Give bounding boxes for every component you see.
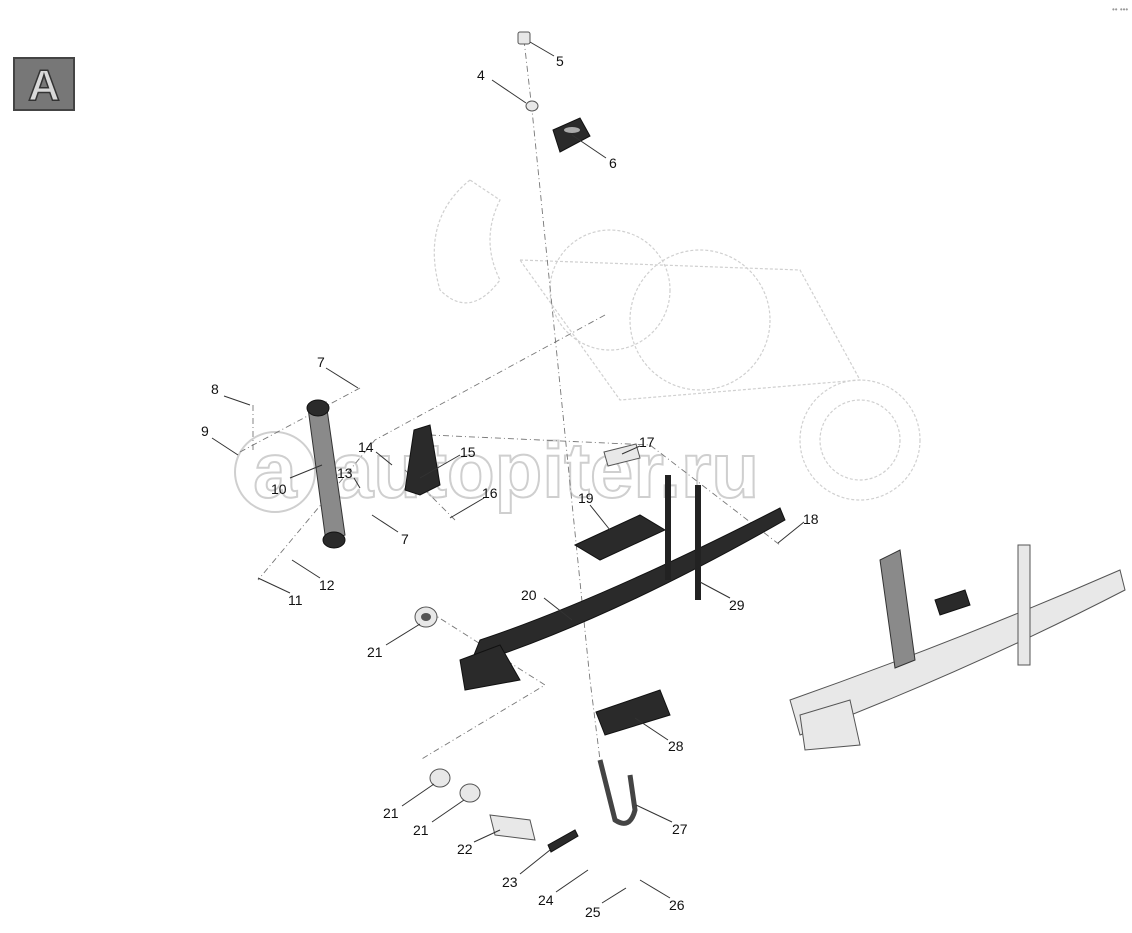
part-shock-absorber-10 xyxy=(306,399,346,549)
view-badge-letter: A xyxy=(28,61,60,110)
callout-16: 16 xyxy=(482,485,498,501)
callout-21c: 21 xyxy=(413,822,429,838)
callout-18: 18 xyxy=(803,511,819,527)
callout-28: 28 xyxy=(668,738,684,754)
part-washer-4 xyxy=(525,100,539,112)
callout-24: 24 xyxy=(538,892,554,908)
watermark-logo: a xyxy=(253,426,297,514)
callout-9: 9 xyxy=(201,423,209,439)
part-bump-stop-6 xyxy=(552,117,591,153)
callout-23: 23 xyxy=(502,874,518,890)
callout-15: 15 xyxy=(460,444,476,460)
callout-4: 4 xyxy=(477,67,485,83)
view-badge: A xyxy=(13,57,75,111)
callout-27: 27 xyxy=(672,821,688,837)
callout-13: 13 xyxy=(337,465,353,481)
callouts: 5 4 6 7 8 9 14 15 13 10 16 17 19 18 7 12… xyxy=(201,53,819,920)
callout-10: 10 xyxy=(271,481,287,497)
callout-20: 20 xyxy=(521,587,537,603)
callout-7: 7 xyxy=(317,354,325,370)
part-leaf-spring-20 xyxy=(459,507,786,691)
assembled-view xyxy=(789,544,1126,751)
part-bracket-15 xyxy=(404,424,441,496)
callout-19: 19 xyxy=(578,490,594,506)
part-clamp-19 xyxy=(573,514,667,561)
part-washer-21 xyxy=(414,606,481,803)
watermark: a autopiter.ru xyxy=(234,425,760,515)
callout-22: 22 xyxy=(457,841,473,857)
part-ubolt-27 xyxy=(597,759,638,826)
ghost-axle-housing xyxy=(433,179,921,501)
callout-12: 12 xyxy=(319,577,335,593)
callout-7b: 7 xyxy=(401,531,409,547)
part-ubolt-29 xyxy=(665,475,701,600)
part-plate-23 xyxy=(547,829,579,853)
callout-14: 14 xyxy=(358,439,374,455)
watermark-text: autopiter.ru xyxy=(330,426,759,514)
assembly-lines xyxy=(239,39,781,761)
callout-29: 29 xyxy=(729,597,745,613)
callout-11: 11 xyxy=(288,592,303,608)
callout-5: 5 xyxy=(556,53,564,69)
part-nut-5 xyxy=(517,31,531,45)
callout-26: 26 xyxy=(669,897,685,913)
callout-21b: 21 xyxy=(383,805,399,821)
callout-8: 8 xyxy=(211,381,219,397)
callout-6: 6 xyxy=(609,155,617,171)
leader-lines xyxy=(211,41,805,904)
corner-mark: •• ••• xyxy=(1112,5,1128,14)
callout-21: 21 xyxy=(367,644,383,660)
callout-25: 25 xyxy=(585,904,601,920)
callout-17: 17 xyxy=(639,434,655,450)
part-pad-28 xyxy=(595,689,671,736)
part-pin-22 xyxy=(489,814,536,841)
